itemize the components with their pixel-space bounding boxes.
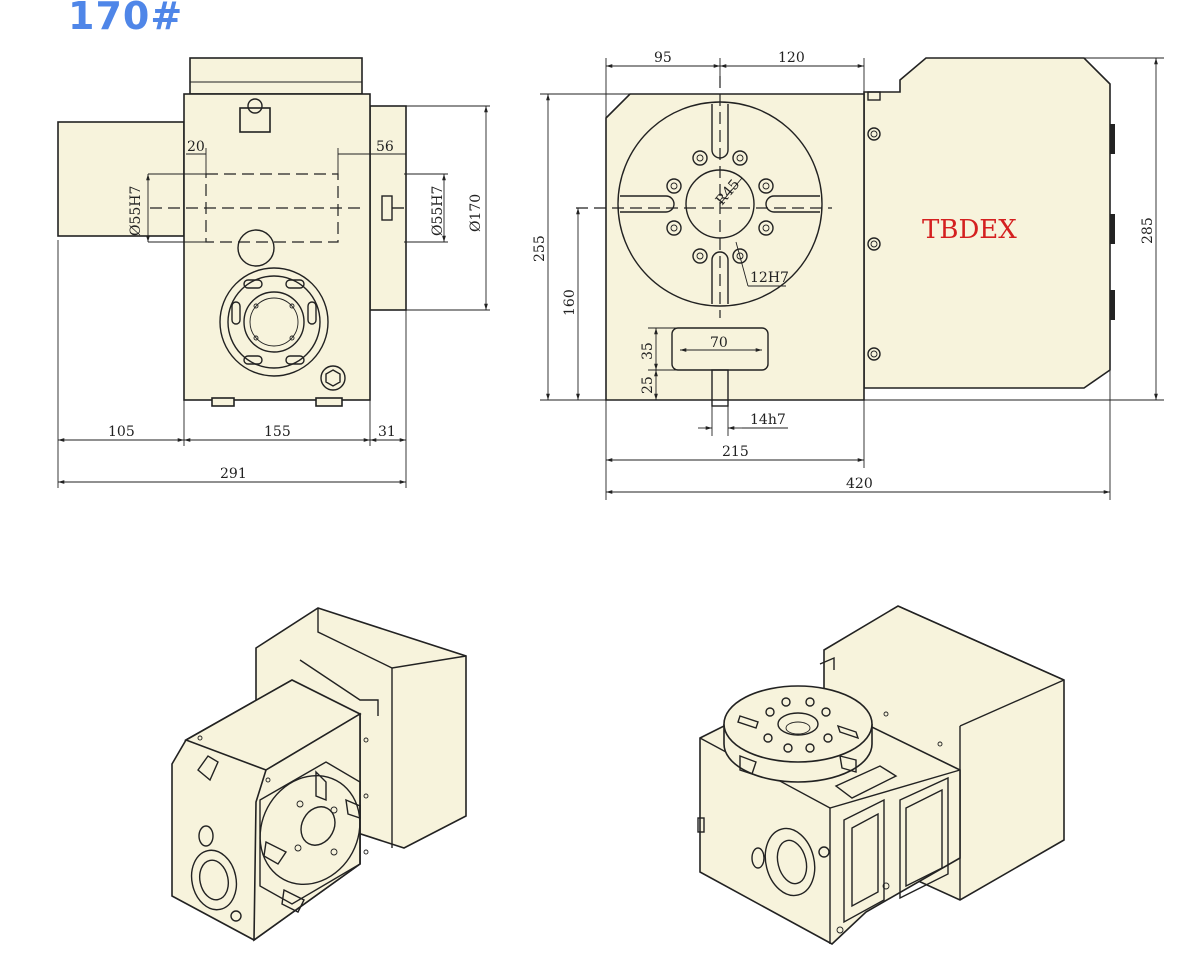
dim-291: 291 (220, 466, 247, 482)
dim-70: 70 (710, 335, 728, 351)
dim-56: 56 (376, 139, 394, 155)
front-view: TBDEX R45 12H7 70 35 (532, 50, 1164, 500)
handle-block (239, 107, 271, 133)
dim-31: 31 (378, 424, 396, 440)
iso-right-bearing (764, 827, 816, 897)
page-title: 170# (68, 0, 184, 38)
iso-view-left (171, 607, 467, 942)
dim-25: 25 (640, 376, 656, 394)
motor-housing-front (863, 57, 1111, 389)
foot-right (315, 397, 343, 407)
dim-215: 215 (722, 444, 749, 460)
bearing-assembly (219, 267, 329, 377)
side-bolts (867, 91, 1115, 361)
dim-160: 160 (562, 289, 578, 316)
bolt-head (320, 365, 346, 391)
dim-120: 120 (778, 50, 805, 66)
dim-255: 255 (532, 235, 548, 262)
iso-view-right (697, 605, 1065, 945)
key-block (711, 369, 729, 407)
iso-right-rotary-table (723, 685, 873, 763)
dim-105: 105 (108, 424, 135, 440)
dim-420: 420 (846, 476, 873, 492)
dim-155: 155 (264, 424, 291, 440)
iso-left-rotary-table (259, 774, 361, 886)
iso-left-table-face (253, 712, 361, 942)
main-body-front (605, 93, 865, 401)
top-plate (189, 57, 363, 95)
dim-14h7: 14h7 (750, 412, 786, 428)
main-body (183, 93, 371, 401)
iso-left-bearing (190, 849, 238, 911)
side-view: Ø55H7 Ø55H7 Ø170 20 56 105 155 31 291 (57, 57, 490, 488)
dim-20: 20 (187, 139, 205, 155)
motor-housing (57, 121, 185, 237)
dim-bore-left: Ø55H7 (128, 186, 144, 236)
dim-95: 95 (654, 50, 672, 66)
lift-eye-icon (247, 98, 263, 114)
dim-12h7: 12H7 (750, 270, 789, 286)
dim-35: 35 (640, 342, 656, 360)
port-circle (237, 229, 275, 267)
brand-logo: TBDEX (922, 215, 1017, 245)
dim-dia170: Ø170 (468, 194, 484, 232)
dim-bore-right: Ø55H7 (430, 186, 446, 236)
dim-285: 285 (1140, 217, 1156, 244)
hex-socket-icon (325, 369, 341, 387)
foot-left (211, 397, 235, 407)
